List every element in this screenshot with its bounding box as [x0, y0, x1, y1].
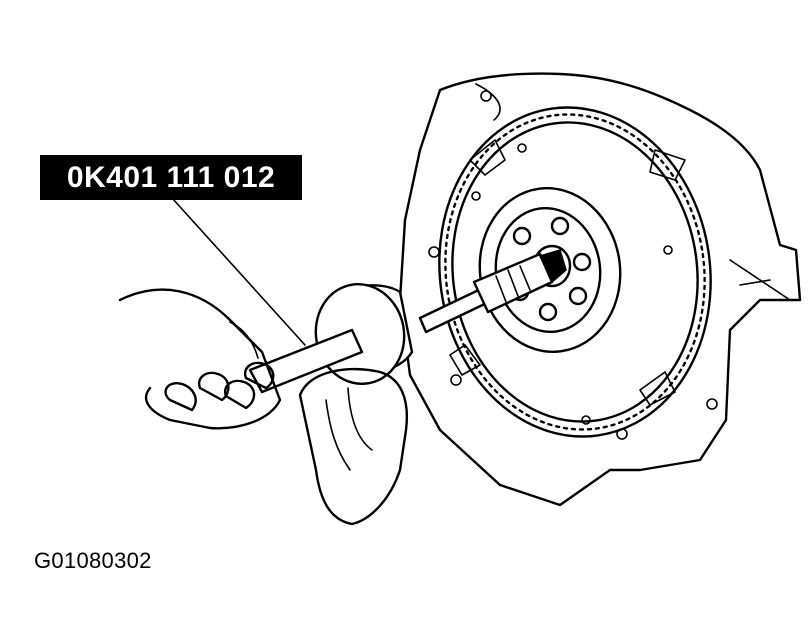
tool-number-label: 0K401 111 012: [40, 155, 302, 200]
figure-code-label: G01080302: [34, 548, 152, 573]
callout-leader-line: [171, 197, 306, 346]
slide-hammer-tool: [248, 249, 567, 394]
right-hand: [298, 367, 409, 526]
flywheel: [438, 106, 712, 438]
left-hand: [118, 288, 282, 430]
engine-block-housing: [398, 72, 802, 507]
